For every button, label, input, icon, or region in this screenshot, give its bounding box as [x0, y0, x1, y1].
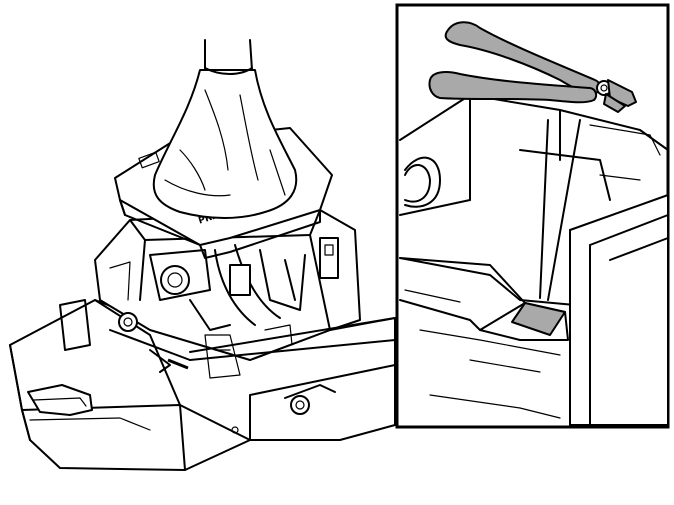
pliers-icon — [428, 21, 637, 113]
gear-shifter-assembly: PRND 321 — [9, 39, 396, 471]
detail-inset — [395, 3, 670, 429]
shift-boot — [152, 39, 298, 219]
locking-tab — [511, 302, 566, 336]
inset-housing-part — [399, 194, 669, 426]
callout-lines — [189, 317, 396, 361]
inset-tool-probe — [539, 119, 581, 301]
